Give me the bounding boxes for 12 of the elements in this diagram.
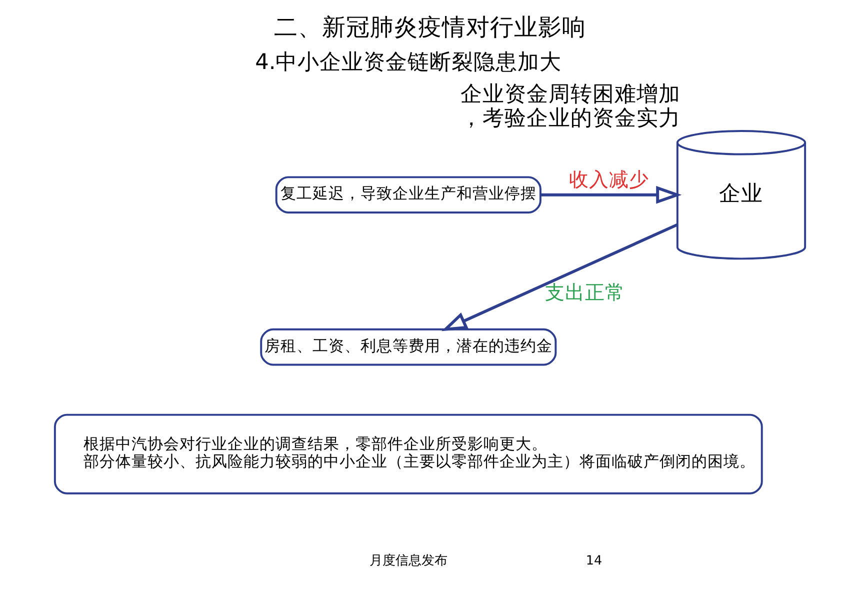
node-label: 企业资金周转困难增加，考验企业的资金实力 xyxy=(460,82,680,131)
arrow xyxy=(440,223,678,332)
label: 月度信息发布 xyxy=(368,553,447,568)
edge-label: 收入减少 xyxy=(568,168,648,192)
label: 4.中小企业资金链断裂隐患加大 xyxy=(254,50,562,75)
edge-label: 支出正常 xyxy=(544,280,625,304)
node-box: 房租、工资、利息等费用，潜在的违约金 xyxy=(260,328,556,366)
node-box: 根据中汽协会对行业企业的调查结果，零部件企业所受影响更大。 部分体量较小、抗风险能力较弱的中小企业（主要以零部件企业为主）将面临破产倒闭的困境。 xyxy=(53,414,762,494)
label: 14 xyxy=(585,553,602,568)
diagram-title: 二、新冠肺炎疫情对行业影响 xyxy=(274,13,586,42)
node-box: 复工延迟，导致企业生产和营业停摆 xyxy=(274,176,541,214)
arrow xyxy=(540,186,682,204)
